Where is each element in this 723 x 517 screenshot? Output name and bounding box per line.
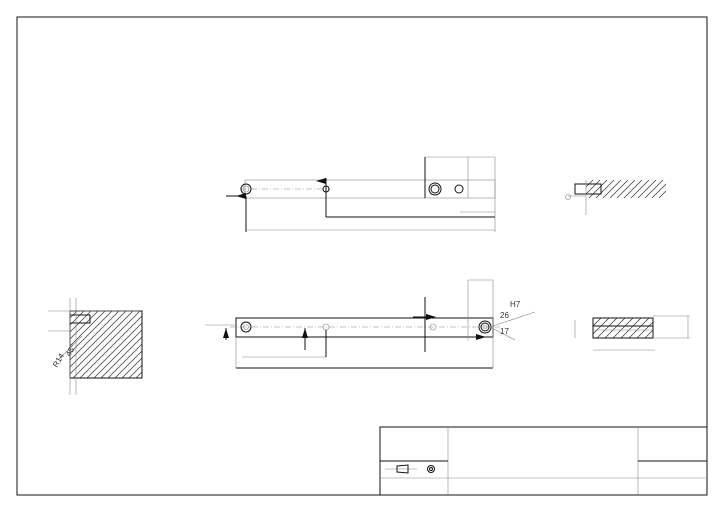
hatch-line — [586, 180, 594, 188]
section-arrow-icon — [476, 334, 486, 340]
hatch-line — [651, 183, 666, 198]
hatch-line — [586, 180, 587, 181]
hatch-line — [644, 180, 664, 198]
hatch-line — [623, 180, 643, 198]
hatch-line — [79, 315, 142, 378]
hatch-line — [171, 311, 238, 378]
hatch-line — [595, 180, 615, 198]
hatch-line — [616, 180, 636, 198]
hatch-line — [644, 329, 653, 338]
hatch-line — [652, 337, 653, 338]
hatch-line — [100, 336, 142, 378]
hatch-line — [665, 197, 666, 198]
section-arrow-icon — [316, 178, 326, 184]
section-arrow-icon — [302, 328, 308, 338]
dia-outer-label: 26 — [500, 311, 509, 320]
hatch-pattern — [586, 180, 698, 198]
hatch-line — [121, 357, 142, 378]
top-view — [226, 156, 496, 232]
hatch-line — [135, 371, 142, 378]
hatch-line — [114, 350, 142, 378]
hatch-line — [596, 318, 618, 338]
hatch-line — [609, 180, 629, 198]
hatch-line — [586, 180, 601, 195]
hatch-line — [658, 190, 666, 198]
hatch-line — [70, 311, 120, 361]
front-view: H7 26 17 — [205, 279, 536, 369]
hatch-line — [70, 311, 106, 347]
hatch-line — [70, 311, 134, 375]
hatch-line — [178, 311, 245, 378]
hatch-line — [593, 318, 594, 319]
hatch-line — [593, 318, 610, 335]
hatch-line — [630, 180, 650, 198]
projection-symbol-icon — [385, 464, 435, 474]
hatch-line — [70, 311, 71, 312]
section-arrow-icon — [223, 328, 229, 338]
hatch-line — [612, 318, 634, 338]
hatch-line — [588, 180, 608, 198]
sheet-border — [16, 16, 708, 496]
hatch-line — [143, 311, 210, 378]
hatch-line — [93, 329, 142, 378]
section-arrow-icon — [426, 314, 436, 320]
hatch-line — [70, 311, 85, 326]
hatch-line — [604, 318, 626, 338]
dia-inner-label: 17 — [500, 327, 509, 336]
hatch-line — [72, 311, 141, 378]
hatch-line — [157, 311, 224, 378]
hatch-line — [637, 180, 657, 198]
title-block — [379, 426, 708, 496]
right-top-section-view — [565, 180, 698, 215]
hatch-line — [636, 321, 653, 338]
hatch-line — [620, 318, 642, 338]
tolerance-label: H7 — [510, 300, 521, 309]
hatch-line — [593, 318, 602, 327]
hatch-line — [70, 311, 92, 333]
left-section-view: R14 45° — [48, 298, 245, 395]
hatch-line — [86, 322, 142, 378]
hatch-line — [628, 318, 650, 338]
hatch-line — [669, 318, 689, 338]
hatch-line — [673, 180, 691, 198]
hatch-line — [70, 311, 99, 340]
hatch-line — [70, 311, 113, 354]
hatch-line — [70, 311, 78, 319]
hatch-line — [661, 318, 681, 338]
hatch-line — [128, 364, 142, 378]
hatch-line — [150, 311, 217, 378]
hatch-pattern — [593, 318, 689, 338]
right-bottom-section-view — [574, 315, 690, 351]
hatch-line — [680, 180, 698, 198]
hatch-line — [602, 180, 622, 198]
hatch-line — [164, 311, 231, 378]
hatch-pattern — [70, 311, 245, 378]
